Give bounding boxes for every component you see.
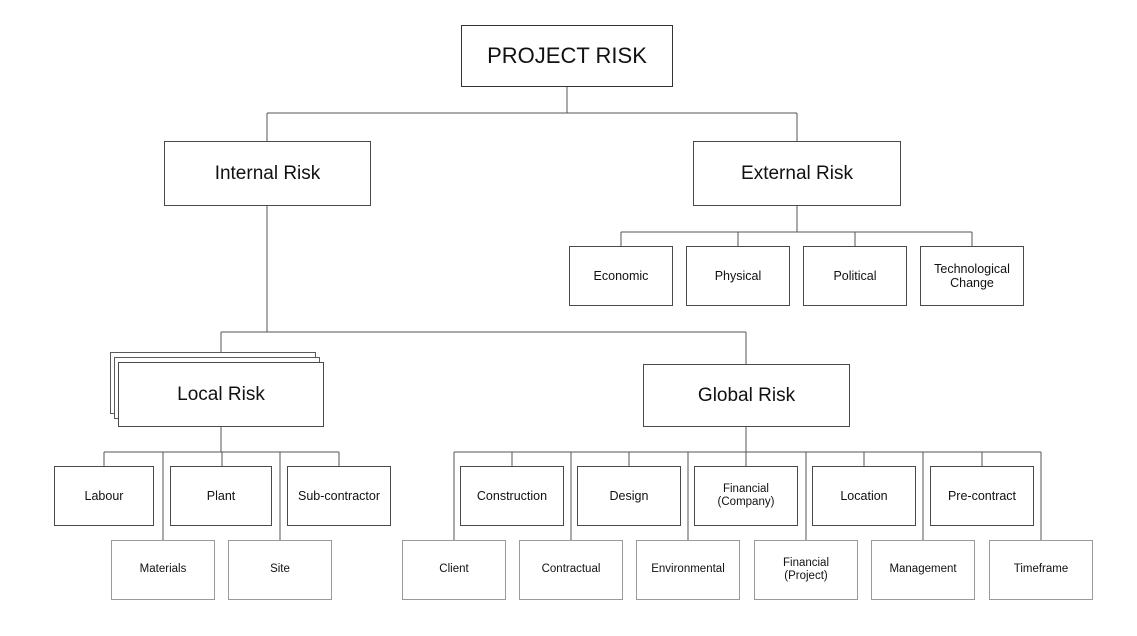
- client-node: Client: [402, 540, 506, 600]
- political-node: Political: [803, 246, 907, 306]
- physical-label: Physical: [714, 268, 762, 283]
- labour-label: Labour: [84, 488, 124, 503]
- plant-label: Plant: [206, 488, 236, 503]
- physical-node: Physical: [686, 246, 790, 306]
- internal-risk-label: Internal Risk: [214, 162, 321, 184]
- financial-project-node: Financial (Project): [754, 540, 858, 600]
- financial-company-node: Financial (Company): [694, 466, 798, 526]
- internal-risk-node: Internal Risk: [164, 141, 371, 206]
- pre-contract-label: Pre-contract: [947, 488, 1017, 503]
- construction-node: Construction: [460, 466, 564, 526]
- location-label: Location: [840, 488, 888, 503]
- client-label: Client: [439, 563, 469, 576]
- sub-contractor-label: Sub-contractor: [298, 488, 380, 503]
- pre-contract-node: Pre-contract: [930, 466, 1034, 526]
- location-node: Location: [812, 466, 916, 526]
- design-label: Design: [609, 488, 649, 503]
- technological-change-node: Technological Change: [920, 246, 1024, 306]
- timeframe-node: Timeframe: [989, 540, 1093, 600]
- global-risk-label: Global Risk: [697, 384, 796, 406]
- sub-contractor-node: Sub-contractor: [287, 466, 391, 526]
- financial-project-label: Financial (Project): [782, 556, 830, 582]
- economic-label: Economic: [593, 268, 649, 283]
- site-label: Site: [270, 563, 290, 576]
- financial-company-label: Financial (Company): [717, 482, 775, 508]
- labour-node: Labour: [54, 466, 154, 526]
- contractual-node: Contractual: [519, 540, 623, 600]
- management-label: Management: [889, 563, 957, 576]
- external-risk-node: External Risk: [693, 141, 901, 206]
- local-risk-node: Local Risk: [118, 362, 324, 427]
- contractual-label: Contractual: [541, 563, 601, 576]
- project-risk-node: PROJECT RISK: [461, 25, 673, 87]
- global-risk-node: Global Risk: [643, 364, 850, 427]
- project-risk-label: PROJECT RISK: [487, 43, 647, 69]
- materials-node: Materials: [111, 540, 215, 600]
- materials-label: Materials: [139, 563, 187, 576]
- local-risk-label: Local Risk: [177, 383, 265, 405]
- site-node: Site: [228, 540, 332, 600]
- timeframe-label: Timeframe: [1013, 563, 1069, 576]
- environmental-label: Environmental: [651, 563, 725, 576]
- external-risk-label: External Risk: [741, 162, 853, 184]
- design-node: Design: [577, 466, 681, 526]
- technological-change-label: Technological Change: [934, 261, 1010, 290]
- economic-node: Economic: [569, 246, 673, 306]
- environmental-node: Environmental: [636, 540, 740, 600]
- political-label: Political: [833, 268, 877, 283]
- plant-node: Plant: [170, 466, 272, 526]
- management-node: Management: [871, 540, 975, 600]
- construction-label: Construction: [476, 488, 548, 503]
